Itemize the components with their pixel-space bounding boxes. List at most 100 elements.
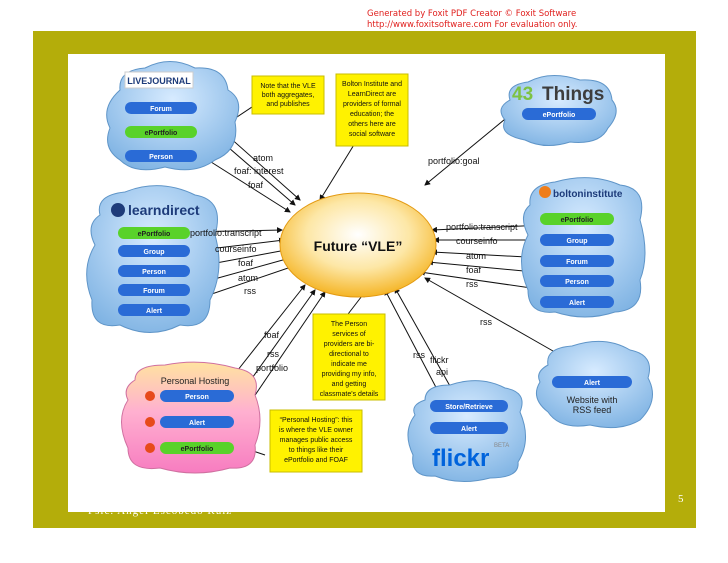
edge-flickr-rss: rss [413, 350, 425, 360]
note-bolton-line-1: Bolton Institute and [342, 81, 402, 88]
flickr-store-pill [430, 400, 508, 412]
note-person-line-6: providing my info, [322, 371, 377, 378]
edge-flickr-api: api [436, 367, 448, 377]
ld-person-label: Person [142, 269, 166, 276]
note-person-line-5: indicate me [331, 361, 367, 368]
note-person: The Person services of providers are bi-… [312, 313, 386, 401]
things-eportfolio-label: ePortfolio [543, 112, 576, 119]
note-bolton: Bolton Institute and LearnDirect are pro… [335, 73, 409, 147]
bolton-eportfolio-pill [540, 213, 614, 225]
flickr-cloud: Store/Retrieve Alert flickr BETA [407, 380, 526, 482]
edge-labels: atom foaf: interest foaf portfolio:trans… [190, 153, 518, 377]
bolton-group-label: Group [567, 238, 588, 245]
lj-person-label: Person [149, 154, 173, 161]
website-cloud: Alert Website with RSS feed [535, 340, 653, 429]
things-logo-word: Things [542, 84, 604, 105]
note-person-line-3: providers are bi- [324, 341, 375, 348]
edge-bolton-rss: rss [466, 279, 478, 289]
learndirect-logo: learndirect [128, 202, 200, 218]
flickr-alert-label: Alert [461, 426, 478, 433]
connector-hosting-3 [244, 291, 326, 411]
hosting-person-icon [145, 391, 155, 401]
hosting-eportfolio-icon [145, 443, 155, 453]
connector-ld-5 [199, 264, 295, 299]
connector-flickr-2 [394, 287, 456, 396]
edge-ld-courseinfo: courseinfo [215, 244, 257, 254]
connector-lj-3 [199, 154, 291, 213]
bolton-alert-label: Alert [569, 300, 586, 307]
ld-alert-label: Alert [146, 308, 163, 315]
things-eportfolio-pill [522, 108, 596, 120]
note-hosting-line-1: “Personal Hosting”: this [280, 417, 353, 424]
note-bolton-line-6: social software [349, 131, 395, 138]
edge-lj-atom: atom [253, 153, 273, 163]
edge-ld-portfolio-transcript: portfolio:transcript [190, 228, 262, 238]
ld-eportfolio-pill [118, 227, 190, 239]
bolton-person-pill [540, 275, 614, 287]
ld-group-pill [118, 245, 190, 257]
ld-group-label: Group [144, 249, 165, 256]
edge-bolton-foaf: foaf [466, 265, 482, 275]
lj-forum-label: Forum [150, 106, 172, 113]
lj-person-pill [125, 150, 197, 162]
watermark-line-2: http://www.foxitsoftware.com For evaluat… [367, 20, 578, 30]
livejournal-cloud: LIVEJOURNAL Forum ePortfolio Person [106, 61, 240, 171]
note-person-line-1: The Person [331, 321, 367, 328]
note-bolton-line-3: providers of formal [343, 101, 401, 108]
bolton-forum-label: Forum [566, 259, 588, 266]
flickr-alert-pill [430, 422, 508, 434]
note-vle-line-2: both aggregates, [262, 92, 315, 99]
watermark-line-1: Generated by Foxit PDF Creator © Foxit S… [367, 9, 577, 19]
note-person-line-8: classmate's details [320, 391, 379, 398]
flickr-store-label: Store/Retrieve [445, 404, 493, 411]
edge-hosting-foaf: foaf [264, 330, 280, 340]
hosting-person-label: Person [185, 394, 209, 401]
website-caption-2: RSS feed [573, 405, 612, 415]
note-hosting-line-3: manages public access [280, 437, 353, 444]
connector-things [424, 114, 511, 186]
personal-hosting-cloud: Personal Hosting Person Alert ePortfolio [121, 361, 261, 474]
hosting-alert-icon [145, 417, 155, 427]
page-number: 5 [678, 493, 684, 505]
bolton-logo: boltoninstitute [553, 189, 623, 200]
lj-eportfolio-pill [125, 126, 197, 138]
note-hosting-line-4: to things like their [289, 447, 344, 454]
flickr-logo: flickr [432, 445, 489, 472]
note-bolton-line-2: LearnDirect are [348, 91, 396, 98]
hosting-person-pill [160, 390, 234, 402]
things-cloud: 43 Things ePortfolio [500, 75, 617, 146]
note-bolton-line-4: education; the [350, 111, 394, 118]
connector-bolton-5 [419, 269, 546, 291]
ld-forum-label: Forum [143, 288, 165, 295]
learndirect-logo-icon [111, 203, 125, 217]
bolton-group-pill [540, 234, 614, 246]
ld-forum-pill [118, 284, 190, 296]
bolton-alert-pill [540, 296, 614, 308]
note-person-line-2: services of [332, 331, 366, 338]
footer-author: Psic. Angel Escobedo Ruiz [88, 505, 233, 517]
note-person-line-7: and getting [332, 381, 367, 388]
hosting-eportfolio-pill [160, 442, 234, 454]
note-bolton-line-5: others here are [348, 121, 396, 128]
livejournal-logo: LIVEJOURNAL [127, 76, 191, 86]
hosting-alert-pill [160, 416, 234, 428]
connector-hosting-1 [229, 284, 306, 381]
edge-ld-foaf: foaf [238, 258, 254, 268]
future-vle-hub: Future “VLE” [279, 192, 437, 298]
hosting-alert-label: Alert [189, 420, 206, 427]
learndirect-cloud: learndirect ePortfolio Group Person Foru… [86, 185, 220, 333]
note-hosting-line-5: ePortfolio and FOAF [284, 457, 348, 464]
bolton-person-label: Person [565, 279, 589, 286]
note-person-line-4: directional to [329, 351, 369, 358]
edge-ld-atom: atom [238, 273, 258, 283]
edge-bolton-atom: atom [466, 251, 486, 261]
note-hosting: “Personal Hosting”: this is where the VL… [269, 409, 363, 473]
edge-website-rss: rss [480, 317, 492, 327]
edge-flickr-flickr: flickr [430, 355, 449, 365]
hosting-title: Personal Hosting [161, 376, 230, 386]
edge-bolton-portfolio-transcript: portfolio:transcript [446, 222, 518, 232]
livejournal-logo-box [124, 71, 194, 89]
connector-flickr-1 [384, 289, 441, 396]
edge-ld-rss: rss [244, 286, 256, 296]
ld-alert-pill [118, 304, 190, 316]
